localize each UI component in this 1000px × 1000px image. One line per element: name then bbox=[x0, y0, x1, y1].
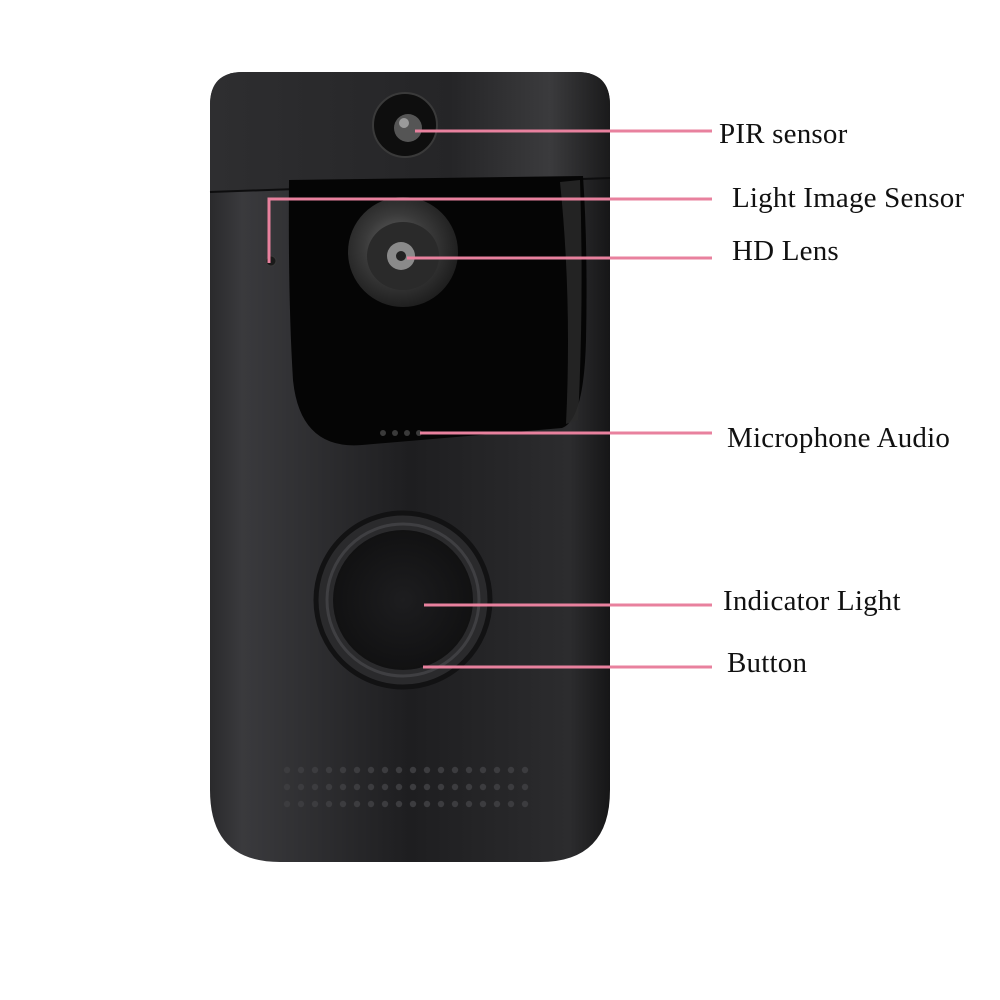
speaker-hole bbox=[493, 766, 501, 774]
label-button: Button bbox=[727, 647, 808, 679]
speaker-hole bbox=[479, 800, 487, 808]
speaker-hole bbox=[325, 766, 333, 774]
speaker-hole bbox=[409, 783, 417, 791]
speaker-hole bbox=[479, 783, 487, 791]
callout-line-light-image-sensor bbox=[267, 197, 712, 263]
speaker-hole bbox=[479, 766, 487, 774]
speaker-hole bbox=[395, 766, 403, 774]
speaker-hole bbox=[437, 766, 445, 774]
window-sheen bbox=[560, 180, 582, 424]
speaker-hole bbox=[339, 800, 347, 808]
speaker-hole bbox=[381, 800, 389, 808]
speaker-hole bbox=[367, 800, 375, 808]
speaker-hole bbox=[311, 766, 319, 774]
speaker-hole bbox=[507, 766, 515, 774]
callout-lines bbox=[267, 129, 712, 669]
speaker-hole bbox=[507, 783, 515, 791]
speaker-hole bbox=[493, 783, 501, 791]
speaker-hole bbox=[493, 800, 501, 808]
speaker-hole bbox=[339, 766, 347, 774]
speaker-hole bbox=[521, 800, 529, 808]
speaker-hole bbox=[521, 766, 529, 774]
speaker-hole bbox=[451, 783, 459, 791]
speaker-hole bbox=[395, 800, 403, 808]
speaker-hole bbox=[283, 800, 291, 808]
speaker-hole bbox=[465, 783, 473, 791]
label-pir-sensor: PIR sensor bbox=[719, 118, 848, 150]
doorbell-button[interactable] bbox=[333, 530, 473, 670]
speaker-hole bbox=[297, 783, 305, 791]
speaker-hole bbox=[451, 800, 459, 808]
speaker-hole bbox=[451, 766, 459, 774]
speaker-hole bbox=[465, 766, 473, 774]
speaker-hole bbox=[311, 783, 319, 791]
speaker-hole bbox=[465, 800, 473, 808]
speaker-hole bbox=[297, 766, 305, 774]
speaker-hole bbox=[437, 800, 445, 808]
speaker-hole bbox=[437, 783, 445, 791]
speaker-hole bbox=[325, 800, 333, 808]
speaker-hole bbox=[353, 783, 361, 791]
speaker-hole bbox=[423, 783, 431, 791]
label-light-image-sensor: Light Image Sensor bbox=[732, 182, 965, 214]
speaker-hole bbox=[381, 766, 389, 774]
speaker-grille bbox=[283, 766, 529, 808]
speaker-hole bbox=[423, 800, 431, 808]
speaker-hole bbox=[297, 800, 305, 808]
label-hd-lens: HD Lens bbox=[732, 235, 839, 267]
speaker-hole bbox=[339, 783, 347, 791]
speaker-hole bbox=[283, 783, 291, 791]
speaker-hole bbox=[395, 783, 403, 791]
speaker-hole bbox=[283, 766, 291, 774]
speaker-hole bbox=[521, 783, 529, 791]
speaker-hole bbox=[367, 766, 375, 774]
label-microphone-audio: Microphone Audio bbox=[727, 422, 951, 454]
speaker-hole bbox=[353, 800, 361, 808]
speaker-hole bbox=[381, 783, 389, 791]
speaker-hole bbox=[423, 766, 431, 774]
speaker-hole bbox=[409, 800, 417, 808]
speaker-hole bbox=[311, 800, 319, 808]
speaker-hole bbox=[507, 800, 515, 808]
label-indicator-light: Indicator Light bbox=[723, 585, 901, 617]
indicator-light-ring bbox=[325, 522, 481, 678]
speaker-hole bbox=[325, 783, 333, 791]
speaker-hole bbox=[353, 766, 361, 774]
speaker-hole bbox=[409, 766, 417, 774]
speaker-hole bbox=[367, 783, 375, 791]
